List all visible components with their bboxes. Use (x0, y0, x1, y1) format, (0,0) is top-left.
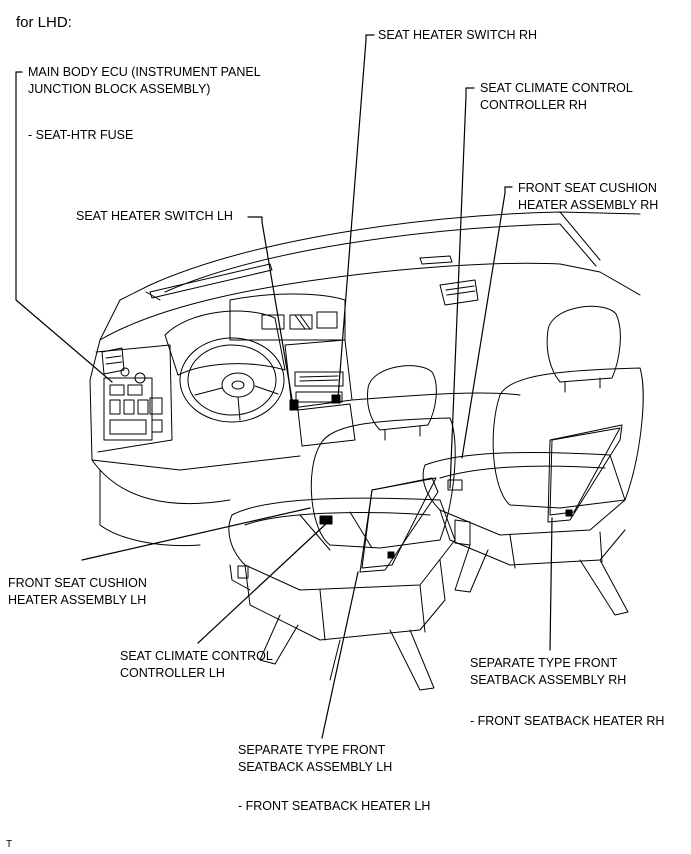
page-title: for LHD: (16, 14, 72, 31)
leader-lines (15, 34, 553, 739)
footer-mark: T (6, 839, 13, 850)
seat-climate-control-controller-rh-label: SEAT CLIMATE CONTROL CONTROLLER RH (480, 81, 633, 112)
seat-heater-switch-lh-label: SEAT HEATER SWITCH LH (76, 209, 233, 223)
separate-front-seatback-rh-label: SEPARATE TYPE FRONT SEATBACK ASSEMBLY RH (470, 656, 627, 687)
seat-heater-switch-rh-label: SEAT HEATER SWITCH RH (378, 28, 538, 42)
left-seat-drawing (228, 365, 456, 691)
seat-htr-fuse-label: - SEAT-HTR FUSE (28, 128, 134, 142)
front-seat-cushion-heater-lh-label: FRONT SEAT CUSHION HEATER ASSEMBLY LH (8, 576, 147, 607)
front-seat-cushion-heater-rh-label: FRONT SEAT CUSHION HEATER ASSEMBLY RH (518, 181, 659, 212)
front-seatback-heater-lh-label: - FRONT SEATBACK HEATER LH (238, 799, 431, 813)
separate-front-seatback-lh-label: SEPARATE TYPE FRONT SEATBACK ASSEMBLY LH (238, 743, 393, 774)
seat-climate-control-controller-lh-label: SEAT CLIMATE CONTROL CONTROLLER LH (120, 649, 273, 680)
right-seat-drawing (422, 305, 644, 616)
front-seatback-heater-rh-label: - FRONT SEATBACK HEATER RH (470, 714, 665, 728)
main-body-ecu-label: MAIN BODY ECU (INSTRUMENT PANEL JUNCTION… (28, 65, 261, 96)
